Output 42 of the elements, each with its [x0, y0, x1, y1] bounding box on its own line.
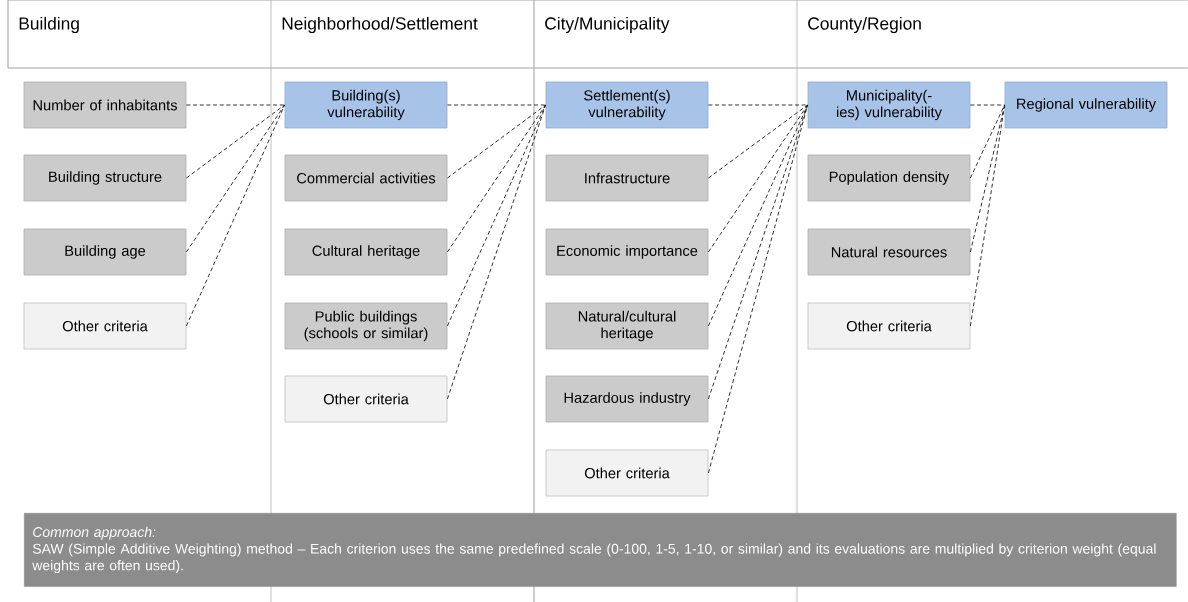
connector-line	[186, 104, 285, 327]
criterion-box: Other criteria	[545, 449, 709, 497]
criterion-box: Number of inhabitants	[23, 81, 187, 129]
vulnerability-box: Settlement(s) vulnerability	[545, 81, 709, 129]
connector-line	[970, 104, 1005, 253]
criterion-box: Commercial activities	[284, 154, 448, 202]
criterion-box: Other criteria	[23, 302, 187, 350]
criterion-box: Natural resources	[807, 228, 971, 276]
note-box: Common approach: SAW (Simple Additive Weighting) method – Each criterion uses the same predefined scale (0-100, 1-5, 1-10, or similar) and its evaluations are multiplied by criterion weight (equal weights are often used).	[24, 513, 1177, 587]
criterion-box: Public buildings (schools or similar)	[284, 302, 448, 350]
column-header: Neighborhood/Settlement	[282, 16, 478, 34]
connector-line	[447, 104, 546, 179]
criterion-box: Building structure	[23, 154, 187, 202]
connector-line	[708, 104, 808, 474]
column-header: City/Municipality	[545, 16, 670, 34]
criterion-box: Economic importance	[545, 228, 709, 276]
connector-line	[186, 104, 285, 106]
column-header: Building	[19, 16, 79, 34]
column-header: County/Region	[808, 16, 921, 34]
connector-line	[708, 104, 808, 106]
connector-line	[186, 104, 285, 253]
criterion-box: Cultural heritage	[284, 228, 448, 276]
criterion-box: Natural/cultural heritage	[545, 302, 709, 350]
criterion-box: Population density	[807, 154, 971, 202]
vulnerability-box: Building(s) vulnerability	[284, 81, 448, 129]
connector-line	[970, 104, 1005, 106]
criterion-box: Infrastructure	[545, 154, 709, 202]
vulnerability-box: Municipality(-ies) vulnerability	[807, 81, 971, 129]
connector-line	[447, 104, 546, 106]
criterion-box: Other criteria	[284, 375, 448, 423]
connector-line	[708, 104, 808, 179]
vulnerability-box: Regional vulnerability	[1004, 81, 1168, 129]
connector-line	[447, 104, 546, 400]
connector-line	[708, 104, 808, 327]
connector-line	[186, 104, 285, 179]
connector-line	[708, 104, 808, 253]
connector-line	[447, 104, 546, 253]
connector-line	[970, 104, 1005, 327]
criterion-box: Other criteria	[807, 302, 971, 350]
criterion-box: Building age	[23, 228, 187, 276]
connector-line	[447, 104, 546, 327]
criterion-box: Hazardous industry	[545, 375, 709, 423]
